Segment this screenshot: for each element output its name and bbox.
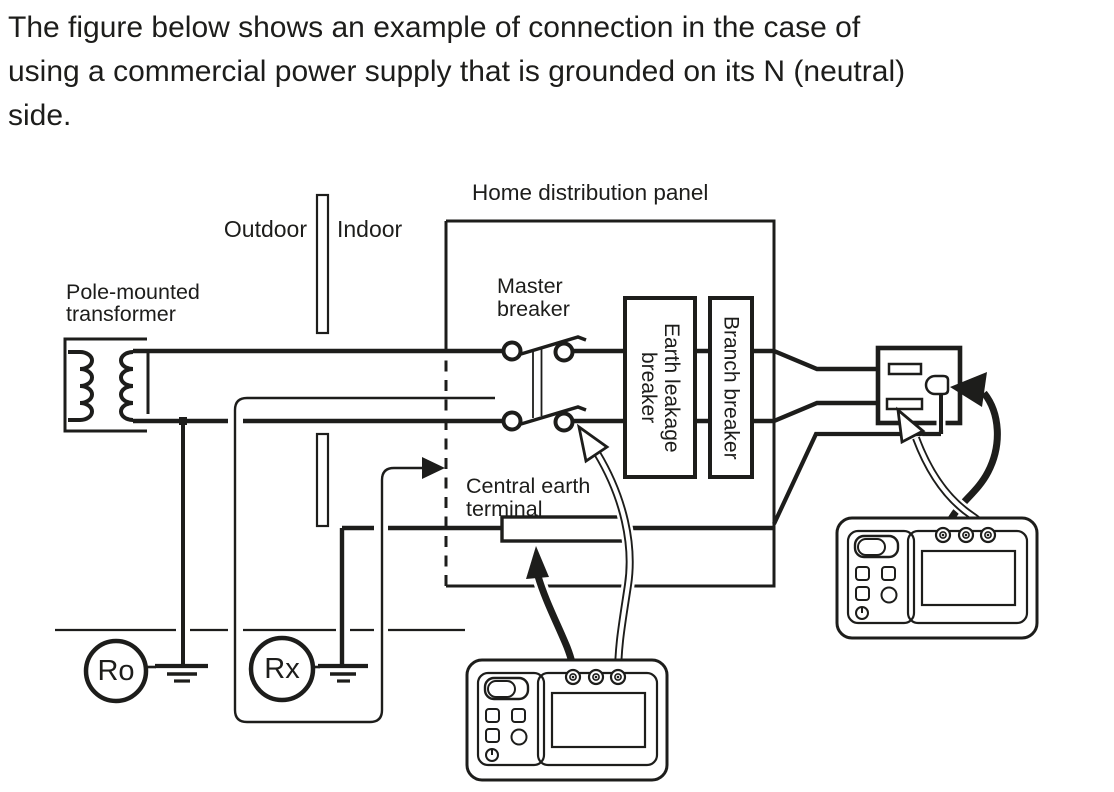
earth-tester-center — [465, 658, 669, 782]
black-arrowhead-central-earth — [526, 546, 549, 579]
figure-caption: The figure below shows an example of con… — [8, 6, 1110, 138]
white-arrowhead-master-breaker — [576, 423, 610, 464]
outdoor-label: Outdoor — [223, 216, 307, 242]
ro-label: Ro — [97, 655, 135, 687]
branch-breaker-text: Branch breaker — [719, 315, 743, 460]
branch-breaker-label: Branch breaker — [710, 298, 752, 477]
line-wire — [133, 348, 893, 372]
rx-circle — [248, 635, 316, 703]
outlet-ground-hole — [924, 374, 950, 396]
master-breaker-label: Master breaker — [497, 274, 570, 321]
outlet-live-slot — [887, 362, 923, 376]
white-lead-master-breaker — [591, 449, 637, 678]
black-lead-outlet-ground — [937, 388, 1004, 538]
central-earth-terminal-label: Central earth terminal — [466, 474, 591, 521]
wall — [315, 193, 330, 528]
home-distribution-panel-label: Home distribution panel — [472, 180, 709, 205]
earth-tester-right — [835, 516, 1039, 640]
central-earth-wire — [339, 525, 774, 664]
white-arrowhead-outlet-neutral — [896, 406, 926, 445]
indoor-label: Indoor — [337, 216, 403, 242]
caption-line: side. — [8, 99, 72, 132]
ro-earth-symbol — [146, 663, 208, 683]
branch-breaker-box — [708, 296, 754, 479]
caption-line: The figure below shows an example of con… — [8, 11, 861, 44]
distribution-panel-box — [444, 219, 776, 588]
caption-line: using a commercial power supply that is … — [8, 55, 906, 88]
earth-electrode-loop-line — [233, 396, 495, 724]
rx-label: Rx — [264, 653, 300, 685]
central-earth-terminal-bar — [500, 515, 627, 543]
earth-leakage-breaker-text: Earth leakage breaker — [637, 322, 683, 453]
earth-leakage-breaker-label: Earth leakage breaker — [625, 298, 695, 477]
loop-arrowhead — [422, 457, 445, 479]
black-arrowhead-outlet-ground — [950, 372, 987, 407]
earth-leakage-breaker-box — [623, 296, 697, 479]
pole-mounted-transformer-label: Pole-mounted transformer — [66, 280, 200, 326]
transformer-symbol — [63, 337, 150, 433]
master-breaker-symbol — [501, 335, 587, 433]
ro-circle — [83, 638, 149, 704]
outlet — [875, 345, 963, 434]
rx-earth-symbol — [313, 663, 368, 683]
outlet-neutral-slot — [885, 397, 924, 411]
junction-dot — [179, 417, 187, 425]
